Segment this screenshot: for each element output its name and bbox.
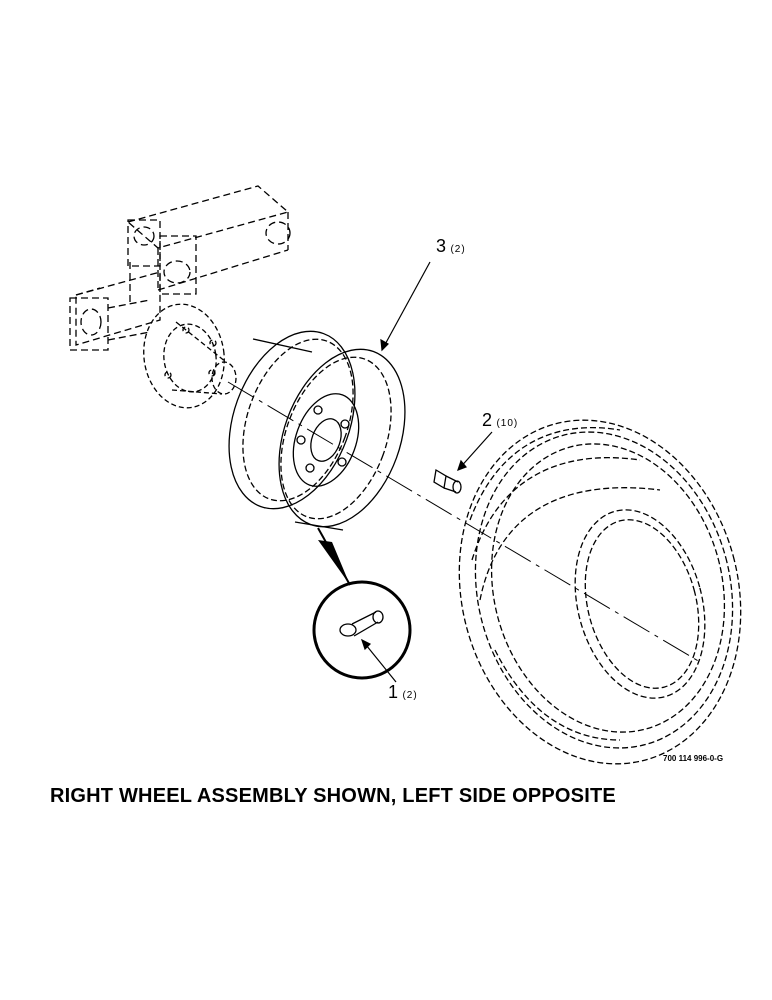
callout-number: 2 — [482, 410, 493, 430]
callout-quantity: (2) — [450, 244, 466, 255]
hub — [143, 303, 237, 409]
valve-stem-detail — [312, 527, 412, 680]
leader-lines — [360, 261, 493, 683]
wheel-rim — [228, 330, 406, 531]
callout-2: 2 (10) — [482, 410, 518, 431]
callout-1: 1 (2) — [388, 682, 418, 703]
callout-number: 1 — [388, 682, 399, 702]
callout-quantity: (2) — [402, 690, 418, 701]
tire — [458, 419, 742, 765]
callout-3: 3 (2) — [436, 236, 466, 257]
drawing-number: 700 114 996-0-G — [663, 754, 724, 763]
axle-frame — [69, 185, 291, 351]
callout-quantity: (10) — [496, 418, 519, 429]
wheel-bolt — [433, 468, 462, 494]
callout-number: 3 — [436, 236, 447, 256]
figure-caption: RIGHT WHEEL ASSEMBLY SHOWN, LEFT SIDE OP… — [50, 785, 616, 807]
